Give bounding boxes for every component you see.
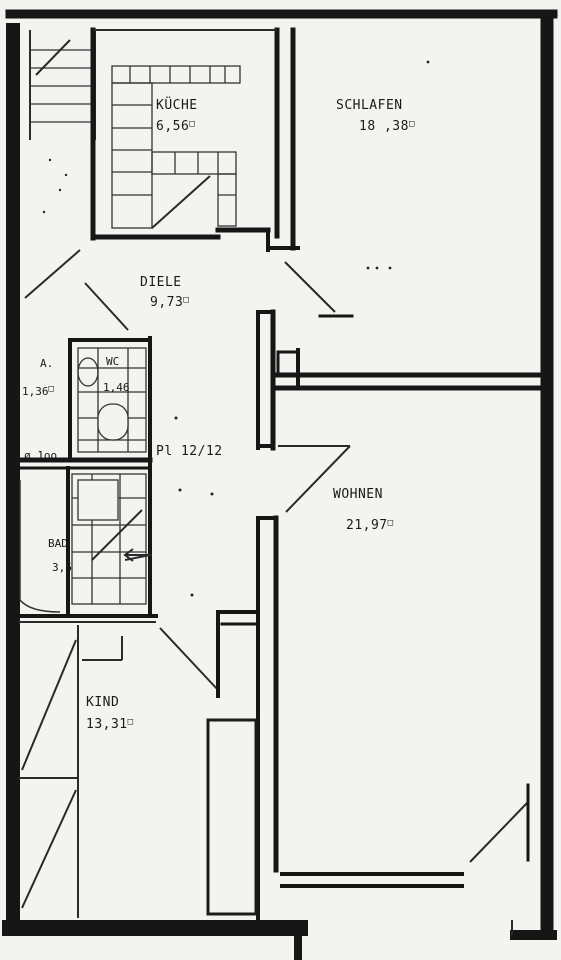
annotation-dots	[42, 60, 430, 597]
room-kueche-name: KÜCHE	[156, 98, 198, 113]
room-diele-area: 9,73□	[150, 295, 190, 310]
plan-note: Pl 12/12	[156, 444, 223, 459]
room-abstell-area: 1,36□	[22, 384, 54, 398]
arrow-icon	[123, 548, 152, 562]
wohnen-walls	[280, 783, 530, 935]
room-wohnen-name: WOHNEN	[333, 487, 383, 502]
room-schlafen-area: 18 ,38□	[359, 119, 415, 134]
room-wc-area: 1,46	[103, 381, 130, 394]
room-abstell-name: A.	[40, 357, 54, 370]
stairwell	[29, 30, 96, 140]
outer-walls	[2, 9, 558, 960]
room-bad-area: 3,6	[52, 561, 72, 574]
room-kueche-area: 6,56□	[156, 119, 196, 134]
corridor-walls	[256, 309, 351, 922]
room-kind-area: 13,31□	[86, 717, 134, 732]
ceiling-marker: ø 1oo	[24, 449, 58, 462]
schlafen-wohnen-wall	[272, 348, 543, 391]
room-kind-name: KIND	[86, 695, 120, 710]
wet-rooms	[14, 336, 158, 623]
kitchen-tiles	[111, 65, 241, 229]
kitchen-walls	[90, 27, 300, 252]
diele-walls	[24, 249, 354, 331]
room-bad-name: BAD	[48, 537, 68, 550]
room-wohnen-area: 21,97□	[346, 518, 394, 533]
kind-walls	[18, 610, 260, 918]
room-schlafen-name: SCHLAFEN	[336, 98, 403, 113]
room-wc-name: WC	[106, 355, 120, 368]
room-diele-name: DIELE	[140, 275, 182, 290]
